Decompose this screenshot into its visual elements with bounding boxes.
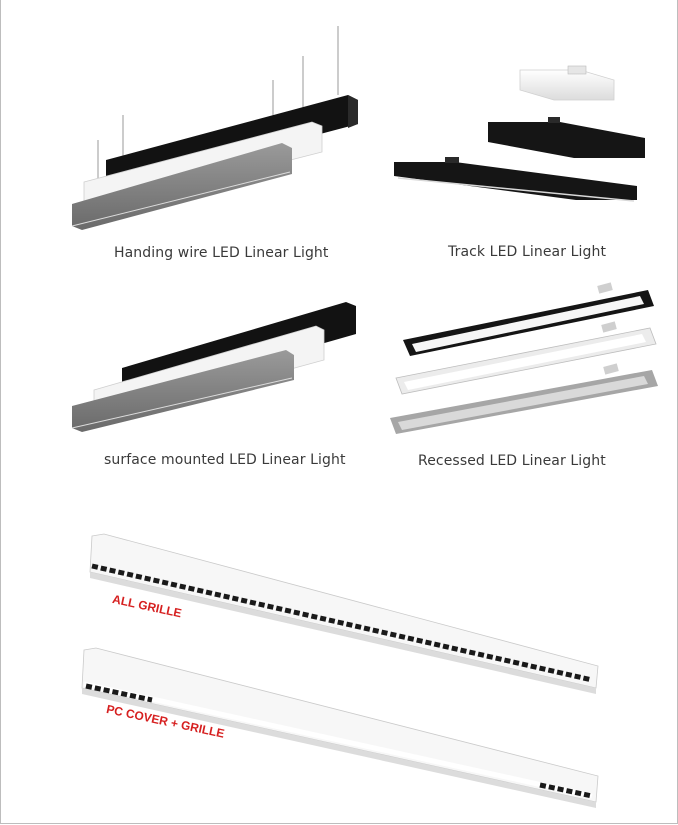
recessed-caption: Recessed LED Linear Light bbox=[418, 453, 606, 469]
hanging-wire-caption: Handing wire LED Linear Light bbox=[114, 245, 329, 261]
surface-mounted-caption: surface mounted LED Linear Light bbox=[104, 452, 346, 468]
hanging-wire-linear-light-image bbox=[71, 26, 358, 230]
track-linear-light-image bbox=[394, 65, 645, 202]
surface-mounted-linear-light-image bbox=[71, 302, 356, 432]
recessed-linear-light-image bbox=[390, 282, 658, 434]
track-caption: Track LED Linear Light bbox=[448, 244, 607, 260]
pc-cover-grille-linear-light-image bbox=[81, 647, 599, 808]
all-grille-linear-light-image bbox=[89, 533, 599, 694]
